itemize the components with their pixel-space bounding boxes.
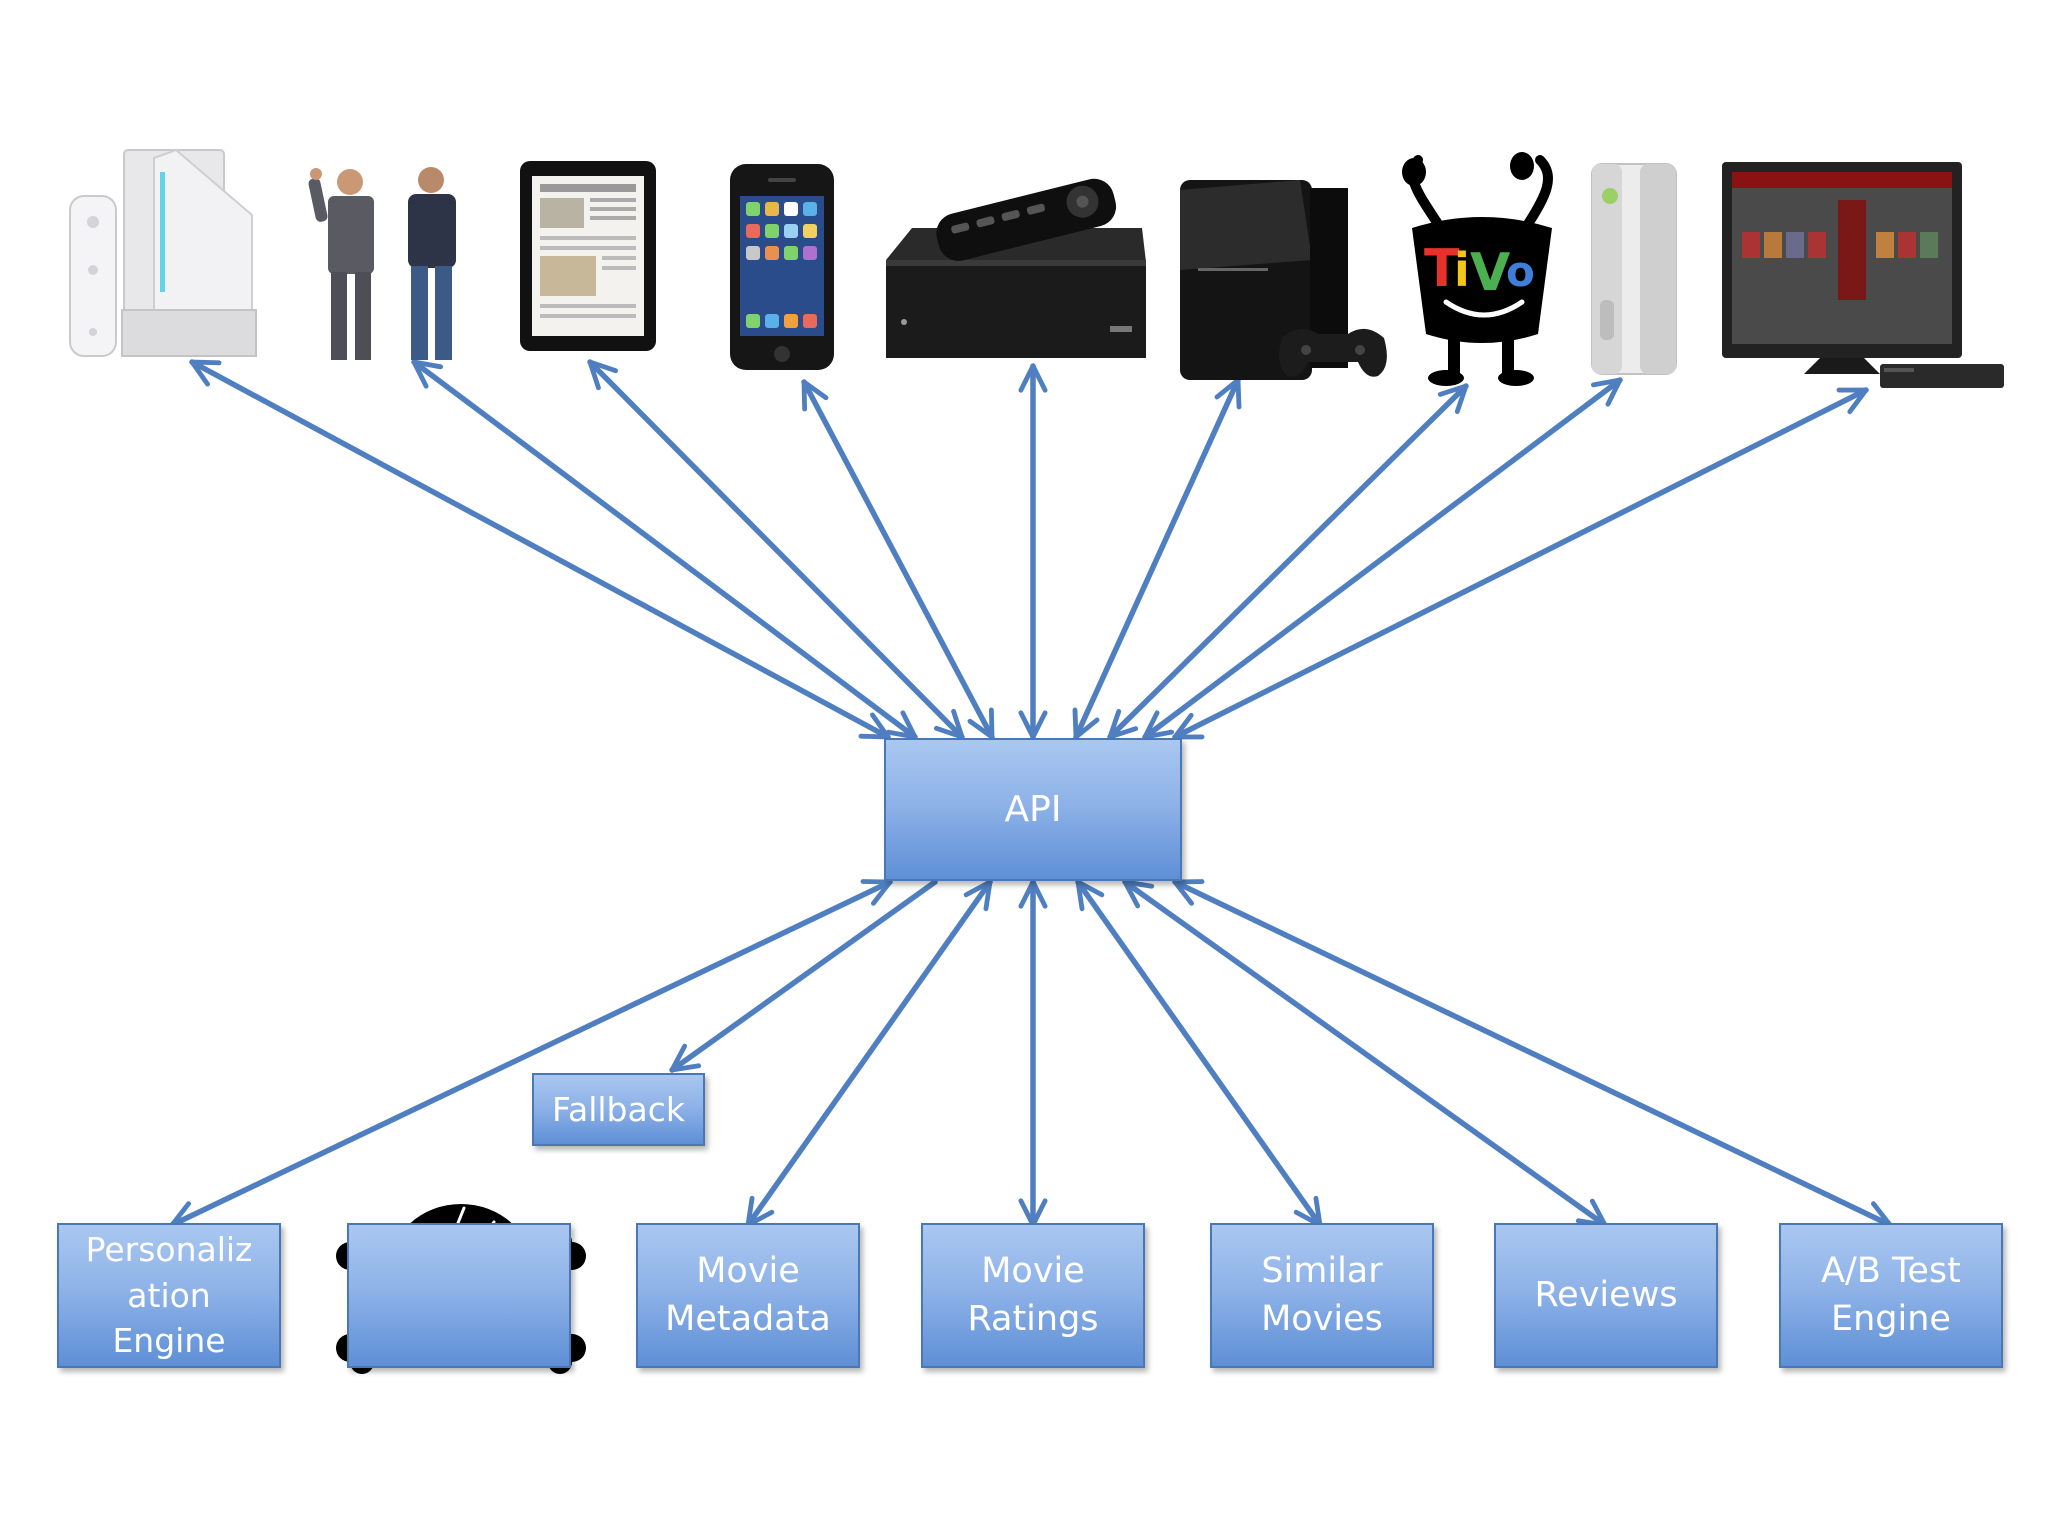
movie-ratings-box[interactable]: Movie Ratings — [921, 1223, 1145, 1368]
wii-console-icon — [69, 148, 257, 357]
service-label: Personaliz ation Engine — [85, 1230, 253, 1361]
service-label: Reviews — [1534, 1274, 1678, 1315]
svg-text:V: V — [1470, 243, 1510, 303]
arrow-api-tv — [1172, 387, 1869, 740]
api-box[interactable]: API — [884, 738, 1182, 881]
tivo-icon: T i V o — [1402, 152, 1553, 386]
xbox360-icon — [1591, 163, 1677, 375]
arrow-api-tivo — [1107, 383, 1469, 740]
smart-tv-icon — [1722, 162, 2004, 388]
arrow-api-iphone — [801, 379, 995, 740]
svg-text:T: T — [1424, 239, 1460, 299]
service-label: Movie Metadata — [665, 1251, 831, 1339]
roku-player-icon — [886, 178, 1146, 358]
devices-row: T i V o — [69, 148, 2004, 388]
iphone-icon — [730, 164, 834, 370]
failed-service-box[interactable] — [347, 1223, 571, 1368]
ab-test-engine-box[interactable]: A/B Test Engine — [1779, 1223, 2003, 1368]
api-label: API — [1004, 789, 1062, 830]
people-icon — [308, 167, 456, 360]
service-label: A/B Test Engine — [1821, 1251, 1961, 1339]
arrow-group — [169, 359, 1893, 1228]
reviews-box[interactable]: Reviews — [1494, 1223, 1718, 1368]
fallback-box[interactable]: Fallback — [532, 1073, 705, 1146]
arrow-api-metadata — [745, 879, 993, 1228]
arrow-api-abtest — [1172, 879, 1893, 1228]
fallback-label: Fallback — [552, 1090, 685, 1129]
service-label: Movie Ratings — [967, 1251, 1099, 1339]
svg-text:i: i — [1454, 243, 1470, 297]
arrow-api-fallback — [669, 879, 938, 1073]
service-label: Similar Movies — [1261, 1251, 1383, 1339]
playstation3-icon — [1180, 180, 1387, 380]
similar-movies-box[interactable]: Similar Movies — [1210, 1223, 1434, 1368]
personalization-engine-box[interactable]: Personaliz ation Engine — [57, 1223, 281, 1368]
svg-text:o: o — [1506, 247, 1535, 296]
movie-metadata-box[interactable]: Movie Metadata — [636, 1223, 860, 1368]
ipad-tablet-icon — [520, 161, 656, 351]
